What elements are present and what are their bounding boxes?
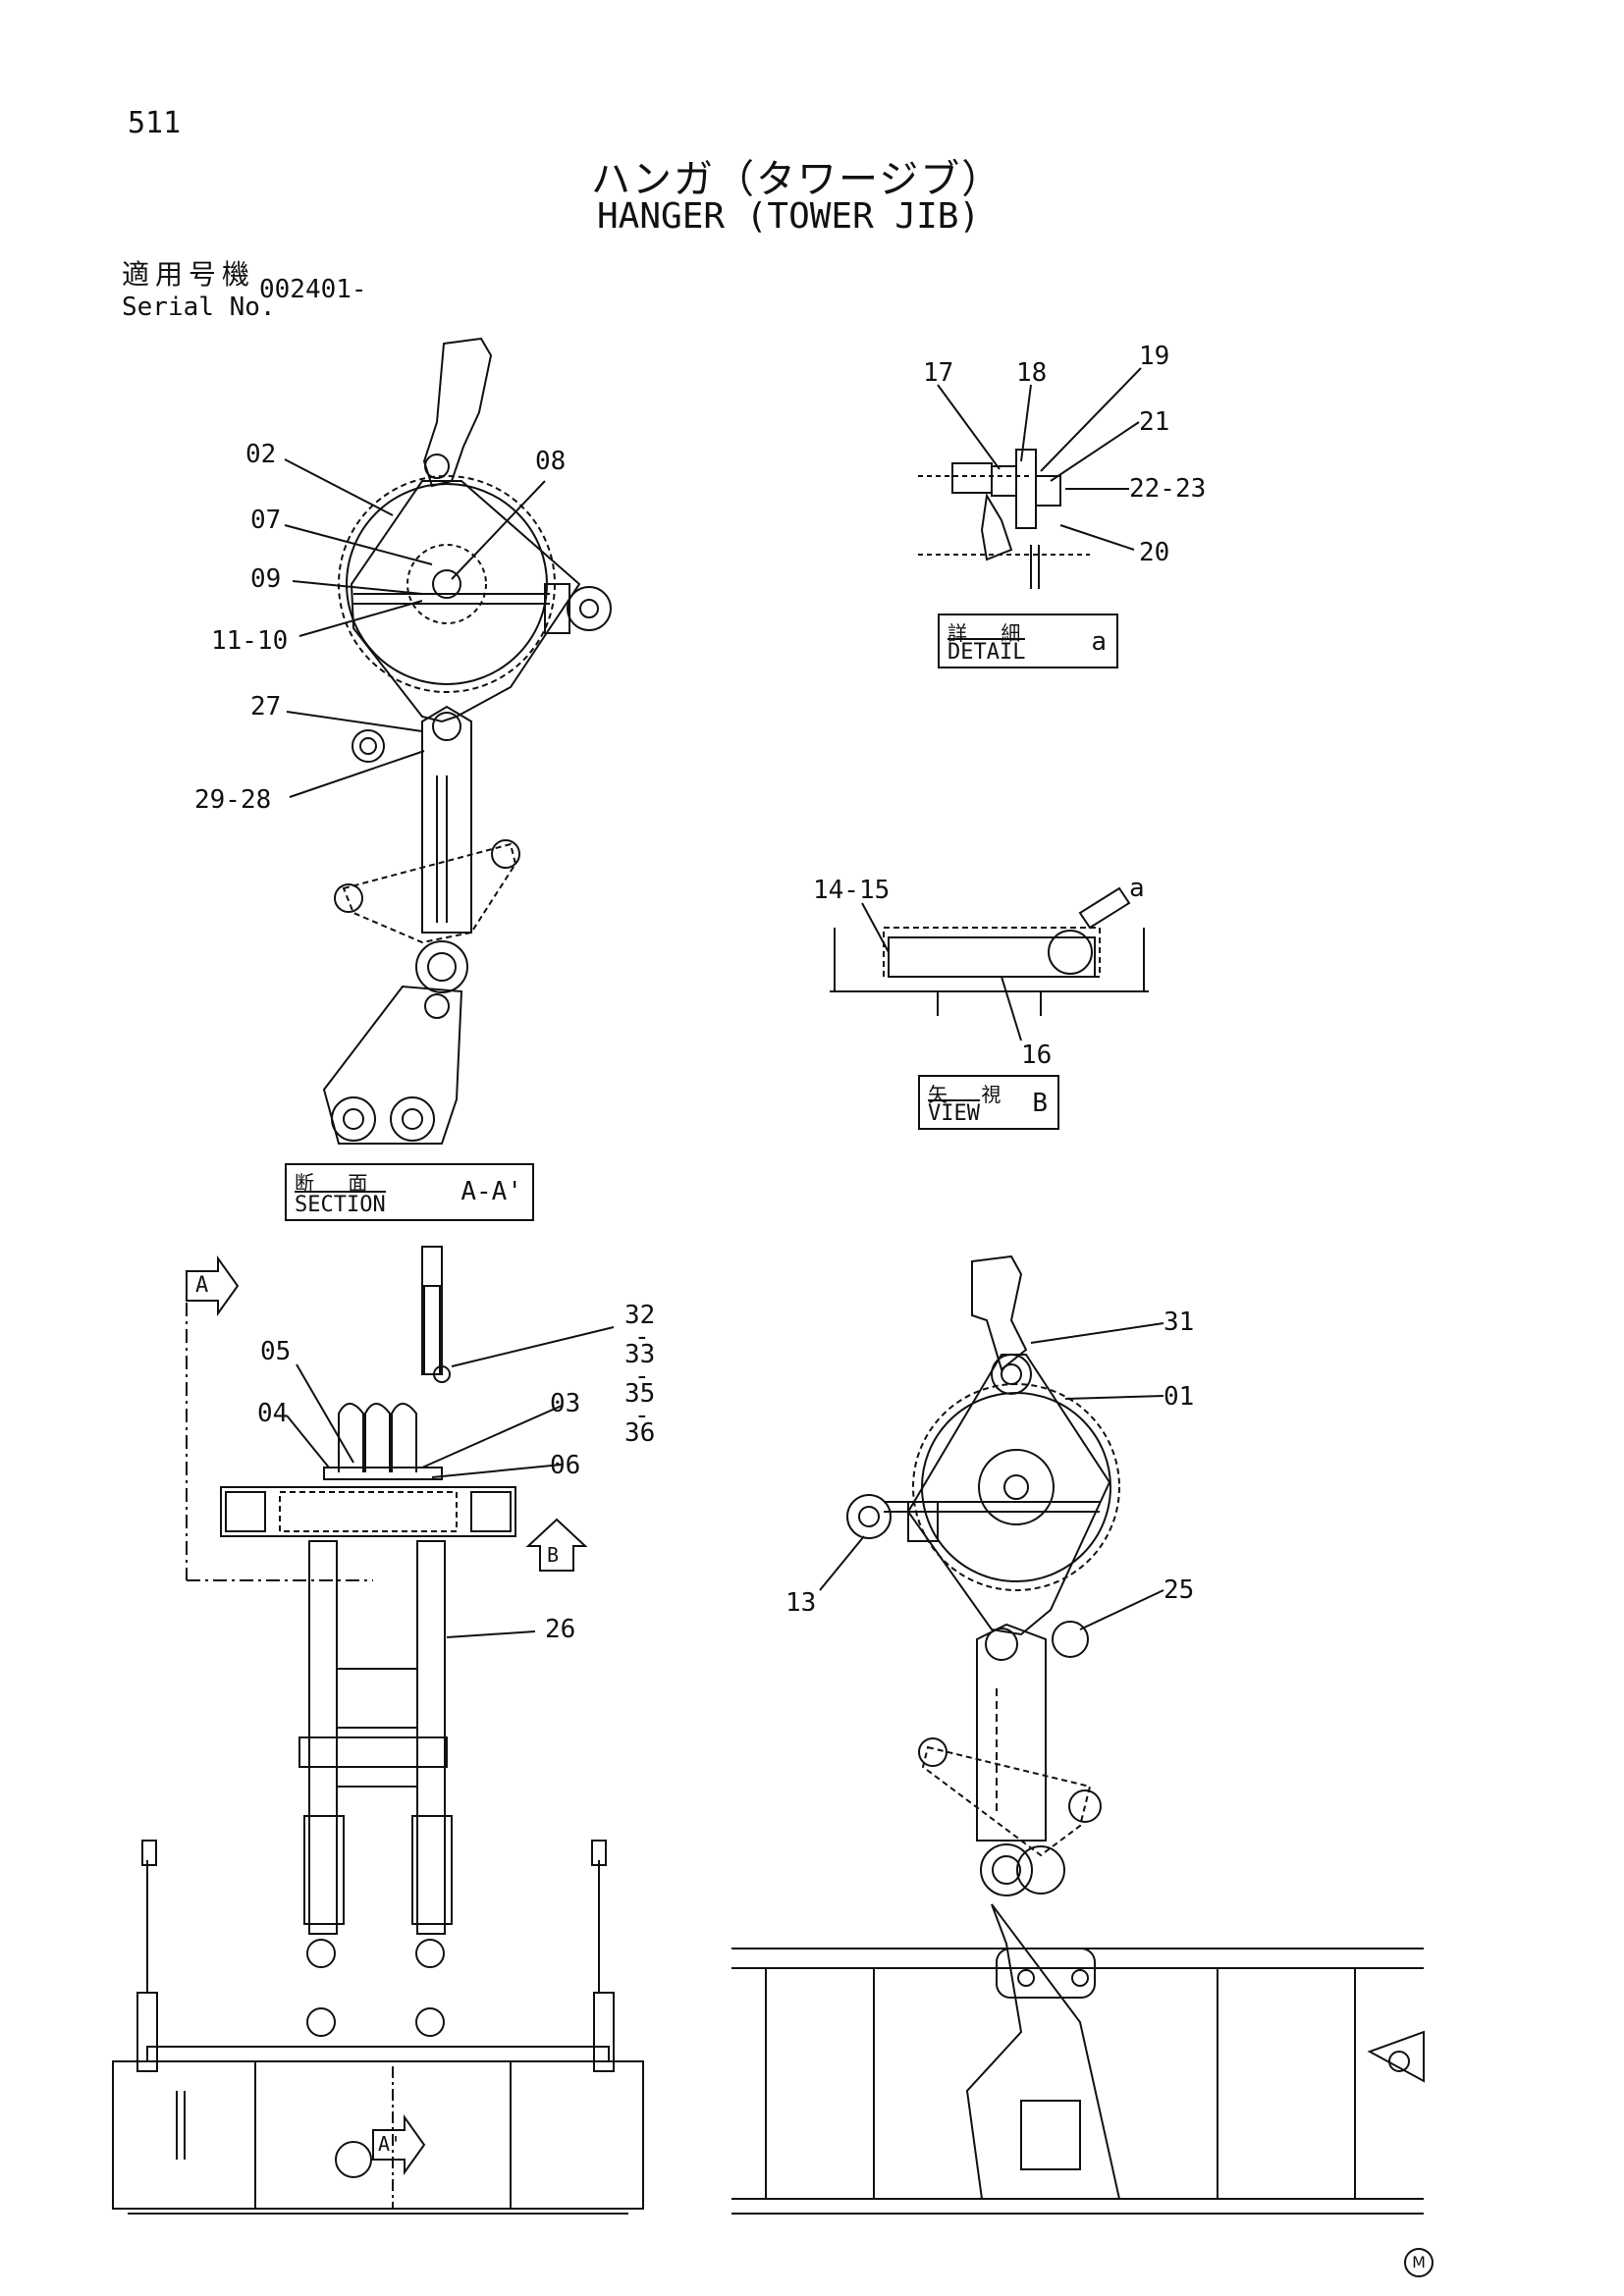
part-label-29-28: 29-28 — [194, 785, 272, 815]
part-label-16: 16 — [1021, 1041, 1053, 1070]
view-callout-en: VIEW — [928, 1099, 980, 1126]
part-label-27: 27 — [250, 692, 282, 721]
part-label-13: 13 — [785, 1588, 817, 1618]
part-label-08: 08 — [535, 447, 567, 476]
part-label-03: 03 — [550, 1389, 581, 1418]
section-arrow-a-prime-label: A' — [378, 2132, 403, 2156]
part-dash-2: - — [634, 1362, 650, 1391]
part-label-04: 04 — [257, 1399, 289, 1428]
part-label-26: 26 — [545, 1615, 576, 1644]
serial-label-english: Serial No. — [122, 293, 276, 322]
part-label-09: 09 — [250, 564, 282, 594]
part-label-17: 17 — [923, 358, 954, 388]
detail-callout-en: DETAIL — [947, 638, 1026, 665]
front-elevation-drawing — [112, 1246, 644, 2215]
section-arrow-a-label: A — [195, 1273, 209, 1298]
serial-label-japanese: 適用号機 — [122, 258, 256, 291]
part-label-14-15: 14-15 — [813, 876, 891, 905]
detail-callout-code: a — [1091, 627, 1107, 657]
part-label-20: 20 — [1139, 538, 1170, 567]
view-b-drawing — [830, 886, 1149, 1041]
section-arrow-b-label: B — [547, 1543, 560, 1567]
part-label-05: 05 — [260, 1337, 292, 1366]
part-label-36: 36 — [624, 1418, 656, 1448]
part-label-32: 32 — [624, 1301, 656, 1330]
part-label-11-10: 11-10 — [211, 626, 289, 656]
part-label-21: 21 — [1139, 407, 1170, 437]
detail-a-drawing — [918, 367, 1142, 589]
section-callout-en: SECTION — [295, 1191, 386, 1217]
view-callout-code: B — [1032, 1089, 1048, 1118]
part-label-06: 06 — [550, 1451, 581, 1480]
serial-number-value: 002401- — [259, 275, 367, 304]
detail-callout-jp: 詳 細 — [947, 621, 1035, 645]
part-label-07: 07 — [250, 506, 282, 535]
title-english: HANGER (TOWER JIB) — [597, 196, 981, 237]
page-number: 511 — [128, 106, 182, 140]
part-label-25: 25 — [1164, 1575, 1195, 1605]
detail-callout-box: 詳 細 DETAIL a — [938, 614, 1118, 668]
part-label-19: 19 — [1139, 342, 1170, 371]
manufacturer-mark: M — [1404, 2248, 1434, 2277]
part-label-02: 02 — [245, 440, 277, 469]
view-callout-box: 矢 視 VIEW B — [918, 1075, 1059, 1130]
part-label-01: 01 — [1164, 1382, 1195, 1412]
part-label-22-23: 22-23 — [1129, 474, 1207, 504]
part-label-31: 31 — [1164, 1308, 1195, 1337]
section-callout-box: 断 面 SECTION A-A' — [285, 1163, 534, 1221]
part-dash-1: - — [634, 1322, 650, 1352]
side-elevation-drawing — [731, 1255, 1425, 2215]
part-label-33: 33 — [624, 1340, 656, 1369]
part-label-35: 35 — [624, 1379, 656, 1409]
title-japanese: ハンガ（タワージブ） — [591, 157, 1003, 202]
view-callout-jp: 矢 視 — [928, 1083, 1015, 1106]
part-label-a: a — [1129, 874, 1145, 903]
section-aa-drawing — [284, 337, 612, 1145]
part-label-18: 18 — [1016, 358, 1048, 388]
part-dash-3: - — [634, 1401, 650, 1430]
section-callout-code: A-A' — [460, 1177, 522, 1206]
